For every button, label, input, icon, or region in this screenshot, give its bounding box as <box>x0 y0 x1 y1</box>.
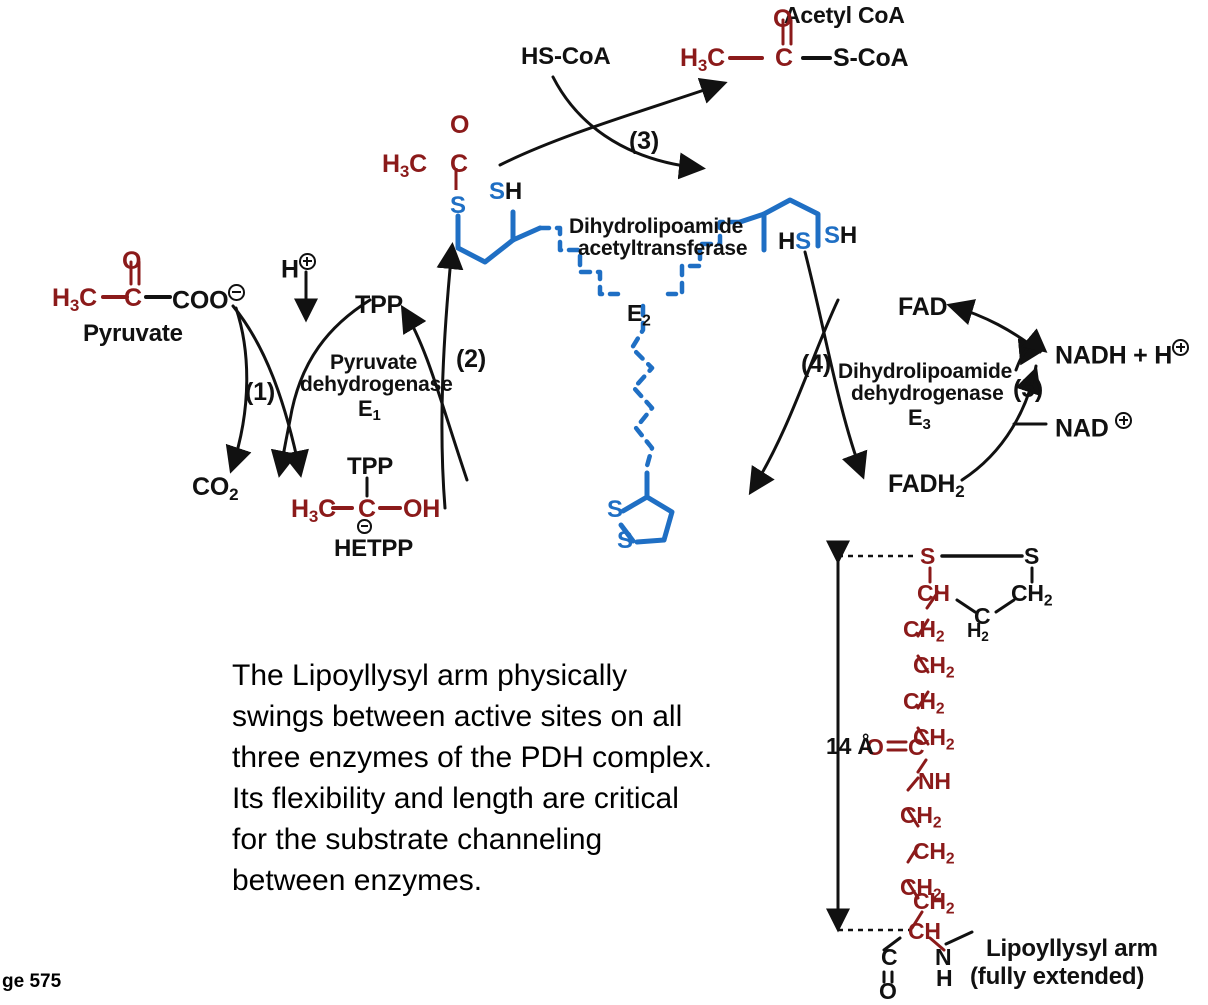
enzyme-e1-line1: Pyruvate <box>330 351 418 374</box>
arm-title-line2: (fully extended) <box>970 963 1145 990</box>
proton-label: H <box>281 253 316 284</box>
arm-chain-ch2-1: CH2 <box>903 616 945 646</box>
nad-label: NAD <box>1055 412 1133 443</box>
dihydrolipoamide-sh: SH <box>824 222 857 249</box>
pyruvate-carbonyl-c: C <box>124 284 142 312</box>
acetyl-coa-methyl: H3C <box>680 44 725 75</box>
arrow-to-fad <box>946 299 1042 354</box>
page-number: ge 575 <box>2 971 62 992</box>
acetyl-lipoamide-sulfur: S <box>450 192 466 219</box>
pyruvate-carboxylate: COO <box>172 284 246 315</box>
arrow-lipoamide-oxidize <box>803 250 868 480</box>
arm-c-bottom: C <box>881 944 898 970</box>
arrow-hetpp-to-acetyl <box>436 242 464 510</box>
arrow-to-co2 <box>225 306 252 474</box>
step-3-label: (3) <box>629 127 659 155</box>
acetyl-lipoamide-oxygen: O <box>450 111 470 139</box>
arm-chain-ch2-4: CH2 <box>913 724 955 754</box>
enzyme-e2-code: E2 <box>627 300 651 330</box>
hetpp-methyl: H3C <box>291 495 336 526</box>
arm-ch-bottom: CH <box>908 918 941 944</box>
step-4-label: (4) <box>801 350 831 378</box>
arm-chain2-ch2-1: CH2 <box>900 802 942 832</box>
arrow-coa-in <box>498 78 728 167</box>
arm-c-ring: C <box>974 603 991 629</box>
arm-c-ring-h2: H2 <box>967 620 989 644</box>
hetpp-hydroxyl: OH <box>403 495 441 523</box>
arm-n-bottom: N <box>935 944 952 970</box>
arrow-step3-lower <box>551 75 706 180</box>
arm-o-bottom: O <box>879 978 897 1004</box>
hetpp-negative-charge <box>357 519 372 545</box>
co2-label: CO2 <box>192 473 239 504</box>
arm-chain2-ch2-3: CH2 <box>900 874 942 904</box>
hetpp-central-c: C <box>358 495 376 523</box>
tpp-top-label: TPP <box>355 291 404 319</box>
arm-chain2-ch2-4: CH2 <box>913 888 955 918</box>
nadh-label: NADH + H <box>1055 339 1189 370</box>
hetpp-bonds <box>331 476 402 510</box>
acetyl-coa-oxygen: O <box>773 5 793 33</box>
arm-sulfur-left: S <box>920 543 936 569</box>
arrow-to-nadh <box>1014 328 1048 372</box>
step-5-label: (5) <box>1013 375 1043 403</box>
e2-tether-dashed <box>537 219 743 469</box>
acetyl-coa-carbonyl-c: C <box>775 44 793 72</box>
pyruvate-methyl: H3C <box>52 284 97 315</box>
hs-coa-label: HS-CoA <box>521 43 611 70</box>
enzyme-e2-line1: Dihydrolipoamide <box>569 215 744 238</box>
lipoamide-ring-structure <box>618 470 675 545</box>
arrow-fadh2-to-nad <box>960 364 1038 482</box>
arrow-tpp-to-hetpp <box>270 298 372 478</box>
enzyme-e3-code: E3 <box>908 405 931 434</box>
dihydrolipoamide-hs: HS <box>778 228 811 255</box>
lipoamide-ring-s-bottom: S <box>617 527 633 554</box>
arm-carbonyl-oxygen: O <box>866 734 884 760</box>
step-1-label: (1) <box>245 378 275 406</box>
acetyl-lipoamide-thiol: SH <box>489 178 522 205</box>
acetyl-lipoamide-structure <box>454 168 543 265</box>
lipoamide-ring-s-top: S <box>607 496 623 523</box>
arm-carbonyl-carbon: C <box>908 734 925 760</box>
arm-chain2-ch2-2: CH2 <box>913 838 955 868</box>
arrow-back-to-tpp <box>400 304 469 482</box>
enzyme-e3-line1: Dihydrolipoamide <box>838 360 1013 383</box>
lipoyllysyl-arm-structure <box>826 540 1034 984</box>
arm-amide-nh: NH <box>918 768 951 794</box>
arm-sulfur-right: S <box>1024 543 1040 569</box>
pyruvate-oxygen: O <box>122 247 142 275</box>
acetyl-lipoamide-carbonyl-c: C <box>450 150 468 178</box>
acetyl-coa-scoa: S-CoA <box>833 44 909 72</box>
pyruvate-bonds <box>101 260 172 299</box>
pyruvate-name: Pyruvate <box>83 320 183 347</box>
acetyl-coa-title: Acetyl CoA <box>784 2 905 28</box>
arm-h-bottom: H <box>936 965 953 991</box>
enzyme-e1-code: E1 <box>358 396 381 425</box>
enzyme-e2-line2: acetyltransferase <box>578 237 748 260</box>
arm-ch: CH <box>917 580 950 606</box>
arm-ch2-ring: CH2 <box>1011 580 1053 610</box>
fad-label: FAD <box>898 293 948 321</box>
figure-caption: The Lipoyllysyl arm physically swings be… <box>232 659 713 897</box>
hetpp-name: HETPP <box>334 535 414 562</box>
dihydrolipoamide-structure <box>737 197 821 253</box>
step-2-label: (2) <box>456 345 486 373</box>
arrow-e3-reduce <box>748 298 840 496</box>
arrow-pyruvate-to-co2-path <box>231 304 309 478</box>
arm-chain-ch2-2: CH2 <box>913 652 955 682</box>
arm-title-line1: Lipoyllysyl arm <box>986 935 1158 962</box>
arm-chain-ch2-3: CH2 <box>903 688 945 718</box>
acetyl-coa-bonds <box>728 18 832 60</box>
fadh2-label: FADH2 <box>888 470 965 501</box>
arm-length-label: 14 Å <box>826 733 874 759</box>
acetyl-lipoamide-methyl: H3C <box>382 150 427 181</box>
hetpp-tpp-label: TPP <box>347 453 394 480</box>
enzyme-e3-line2: dehydrogenase <box>851 382 1004 405</box>
enzyme-e1-line2: dehydrogenase <box>300 373 453 396</box>
